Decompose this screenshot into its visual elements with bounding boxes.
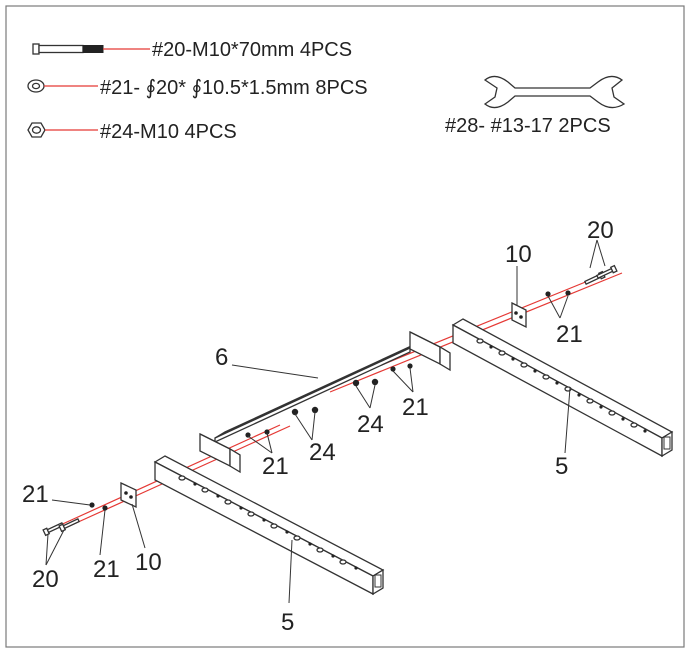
wrench-icon: [483, 75, 626, 109]
page-border: [5, 5, 685, 648]
bolts-right: [584, 264, 618, 285]
legend-nut: #24-M10 4PCS: [100, 121, 237, 143]
callout-washer-mid: 21: [262, 453, 289, 480]
leader-lines: [45, 239, 606, 604]
nut-icon: [27, 122, 98, 138]
legend-washer: #21- ∮20* ∮10.5*1.5mm 8PCS: [100, 77, 368, 99]
callout-washer-center: 21: [402, 394, 429, 421]
cross-bar: [199, 330, 451, 474]
callout-plate-top: 10: [505, 241, 532, 268]
legend: #20-M10*70mm 4PCS #21- ∮20* ∮10.5*1.5mm …: [27, 39, 626, 143]
legend-wrench: #28- #13-17 2PCS: [445, 115, 611, 137]
nuts: [291, 378, 379, 416]
callout-rail-right: 5: [555, 453, 568, 480]
washers: [89, 290, 571, 511]
callout-plate-left: 10: [135, 549, 162, 576]
plate-left: [120, 481, 137, 509]
legend-bolt: #20-M10*70mm 4PCS: [152, 39, 352, 61]
callout-washer-top: 21: [556, 321, 583, 348]
callout-nut-center: 24: [357, 411, 384, 438]
washer-icon: [27, 79, 98, 93]
left-rail-holes: [178, 475, 358, 570]
callout-washer-bottom: 21: [93, 556, 120, 583]
bolt-icon: [32, 43, 150, 55]
right-rail-holes: [476, 338, 647, 433]
callout-bolt-top: 20: [587, 217, 614, 244]
callout-bolt-left: 20: [32, 566, 59, 593]
left-rail: [153, 455, 385, 596]
plate-right: [511, 301, 527, 329]
bolts-left: [42, 518, 80, 537]
callout-crossbar: 6: [215, 344, 228, 371]
right-rail: [451, 318, 674, 458]
callout-rail-left: 5: [281, 609, 294, 636]
callout-washer-left: 21: [22, 481, 49, 508]
callout-nut-mid: 24: [309, 439, 336, 466]
callouts: 20 10 21 6 21 24 5 21 24 21 20 21 10 5: [22, 217, 614, 636]
